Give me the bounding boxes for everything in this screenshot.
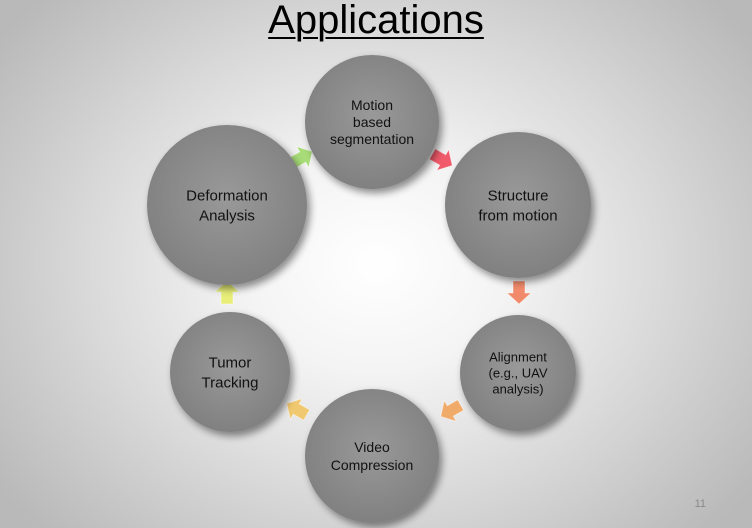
node-structure-from-motion: Structure from motion: [445, 132, 591, 278]
cycle-arrow-icon: [440, 399, 465, 423]
node-label-line: Tracking: [202, 374, 259, 391]
node-circle: [305, 55, 439, 189]
node-label-line: based: [353, 114, 391, 130]
node-circle: [147, 125, 307, 285]
node-label-line: analysis): [492, 382, 543, 397]
node-label-line: (e.g., UAV: [488, 366, 547, 381]
cycle-arrow-icon: [428, 148, 453, 172]
cycle-arrow-icon: [505, 280, 533, 305]
node-circle: [445, 132, 591, 278]
node-label-line: Alignment: [489, 350, 547, 365]
node-label-line: Tumor: [209, 354, 252, 371]
node-label-line: Compression: [331, 457, 413, 473]
cycle-arrow-icon: [286, 397, 311, 421]
node-label-line: segmentation: [330, 131, 414, 147]
node-label-line: Video: [354, 439, 390, 455]
node-label-line: Analysis: [199, 207, 255, 224]
slide-title: Applications: [268, 0, 484, 42]
node-label-line: Structure: [488, 187, 549, 204]
cycle-arrow-icon: [213, 280, 241, 305]
page-number: 11: [694, 498, 706, 510]
node-label-line: Deformation: [186, 187, 268, 204]
node-label-line: from motion: [478, 207, 557, 224]
cycle-arrows: [213, 145, 533, 423]
node-label-line: Motion: [351, 97, 393, 113]
node-circle: [170, 312, 290, 432]
node-circle: [460, 315, 576, 431]
node-circle: [305, 389, 439, 523]
